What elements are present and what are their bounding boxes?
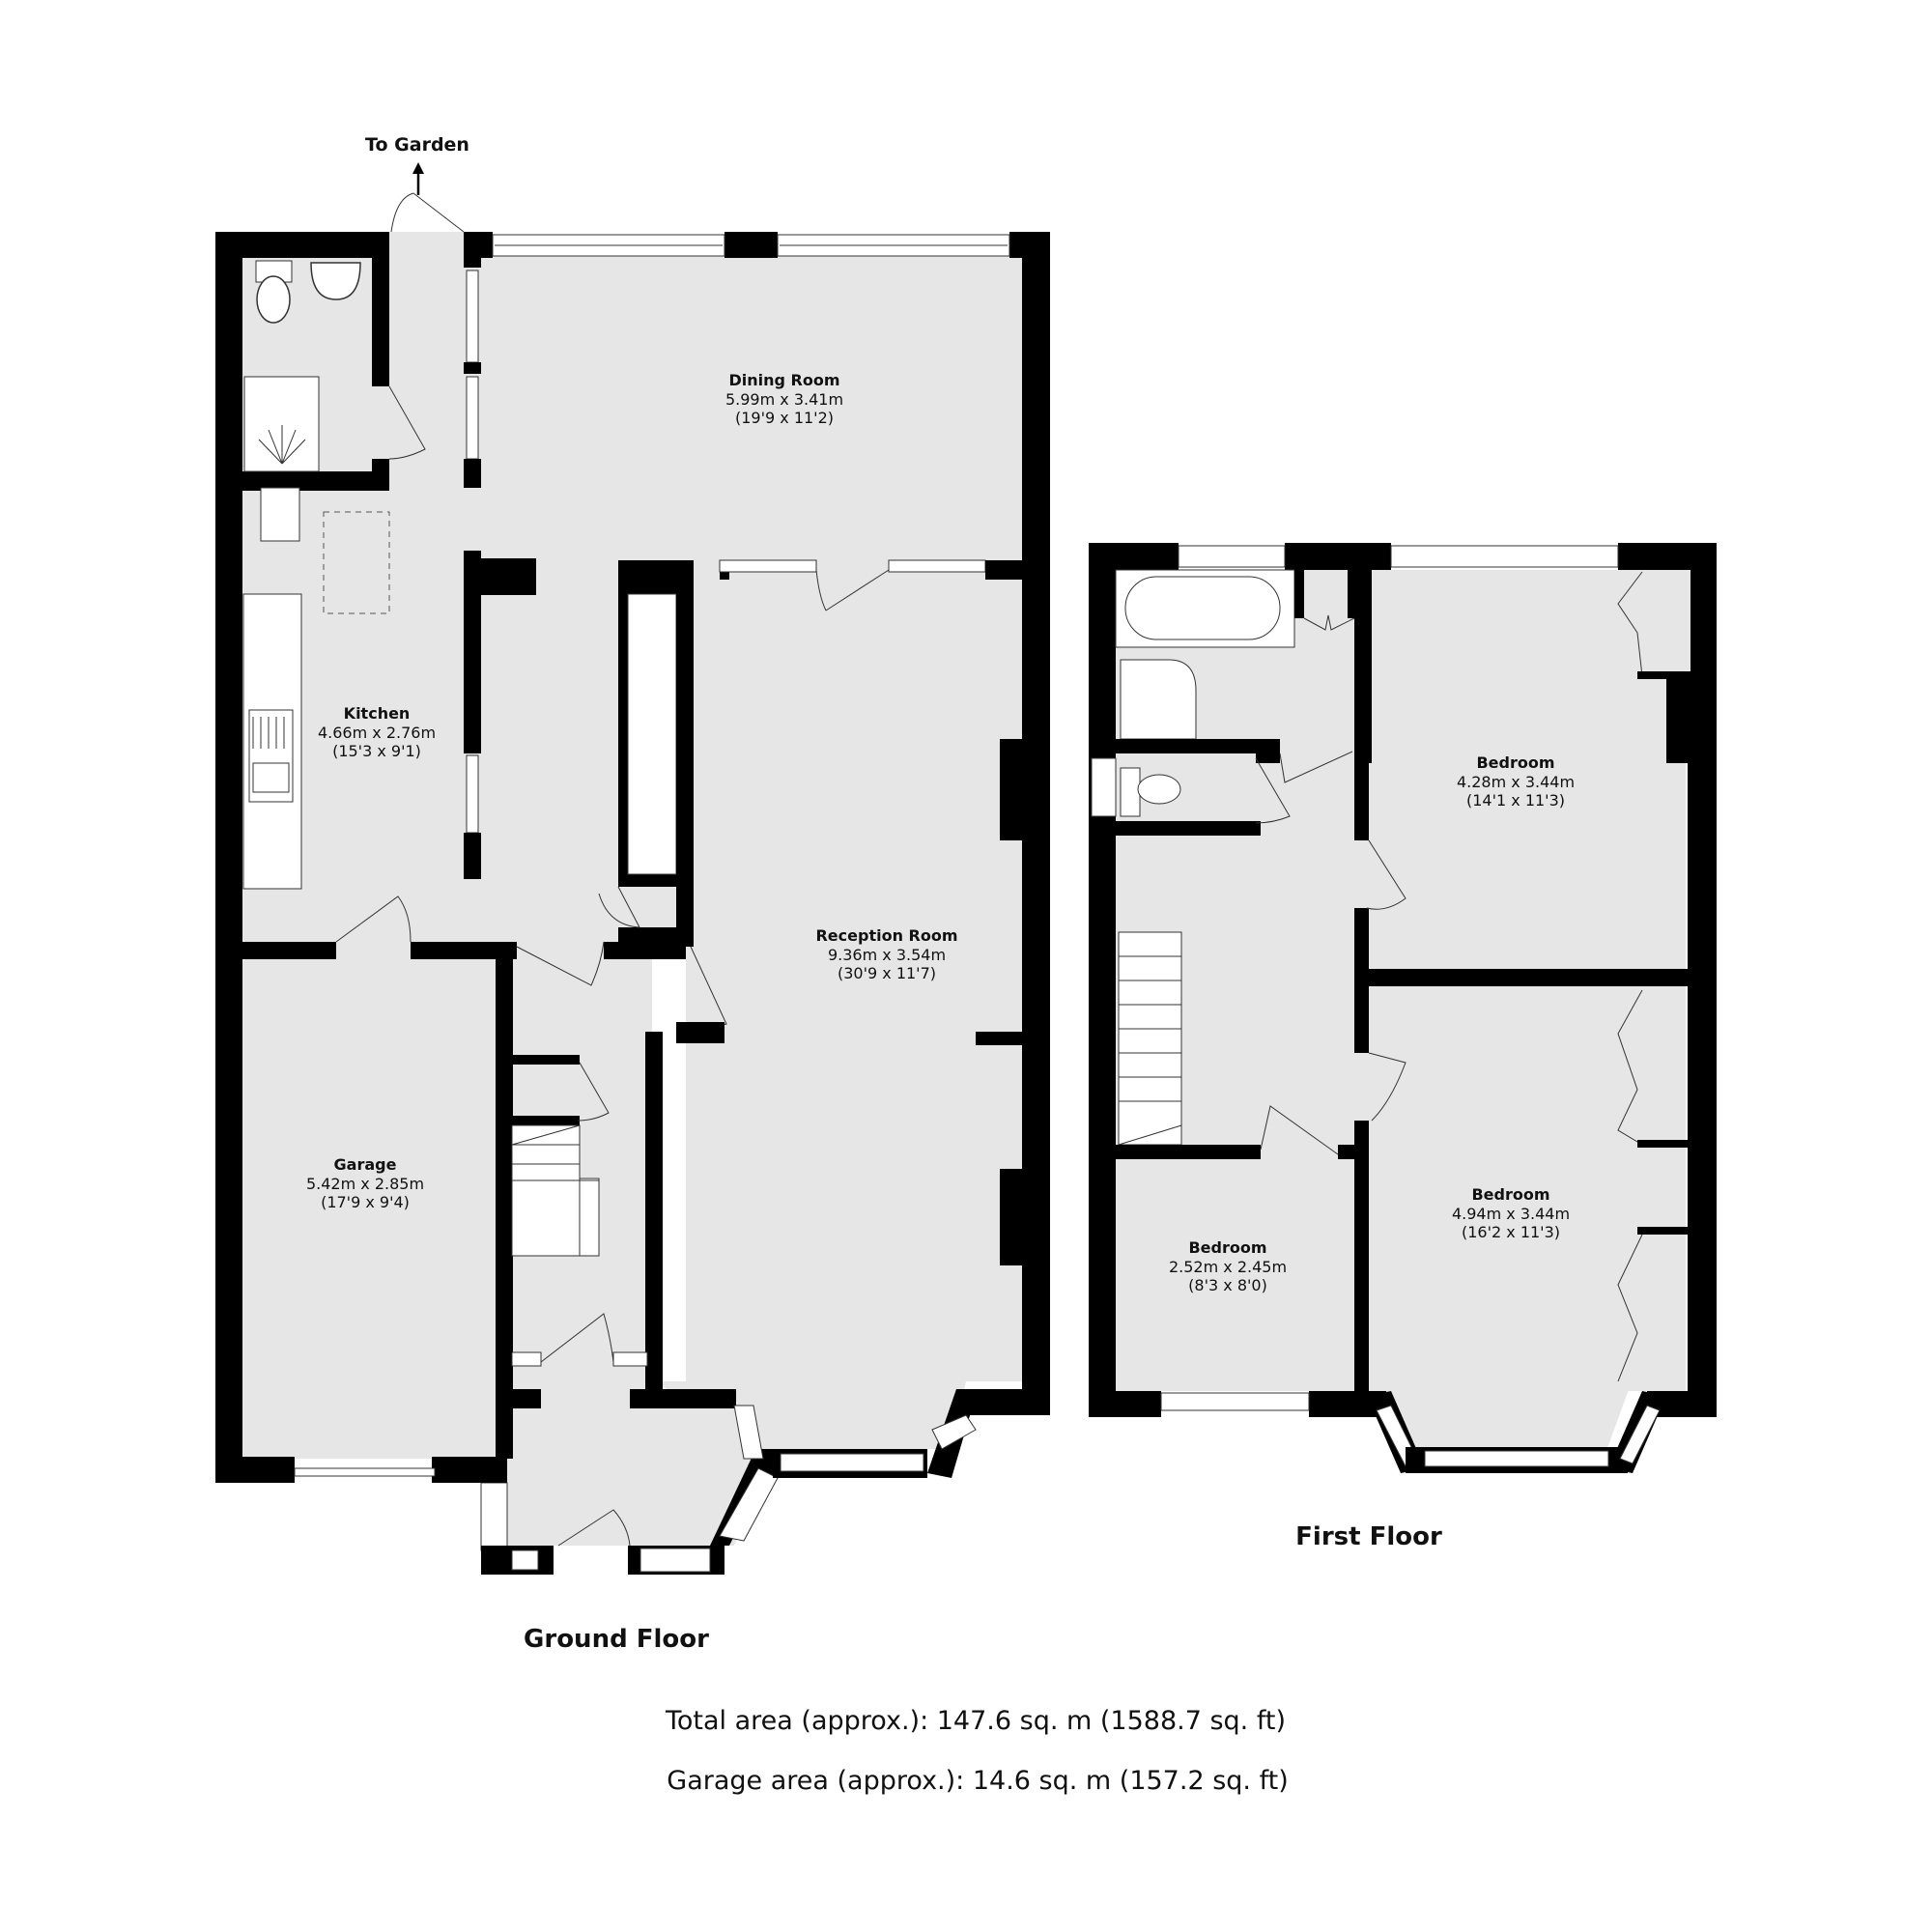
to-garden-label: To Garden [365, 134, 469, 156]
room-label-reception-room: Reception Room 9.36m x 3.54m (30'9 x 11'… [815, 926, 957, 983]
room-label-bedroom-small: Bedroom 2.52m x 2.45m (8'3 x 8'0) [1169, 1238, 1287, 1295]
room-imperial: (19'9 x 11'2) [735, 409, 834, 428]
garage-area: Garage area (approx.): 14.6 sq. m (157.2… [667, 1766, 1289, 1796]
room-label-bedroom-front: Bedroom 4.94m x 3.44m (16'2 x 11'3) [1452, 1185, 1570, 1242]
room-name: Reception Room [815, 926, 958, 945]
room-metric: 2.52m x 2.45m [1168, 1257, 1288, 1276]
room-name: Garage [333, 1155, 397, 1174]
room-label-dining-room: Dining Room 5.99m x 3.41m (19'9 x 11'2) [725, 371, 843, 428]
room-metric: 4.66m x 2.76m [317, 723, 437, 742]
room-imperial: (16'2 x 11'3) [1462, 1223, 1560, 1242]
ground-floor-plan [215, 192, 1050, 1575]
room-metric: 5.42m x 2.85m [305, 1174, 425, 1193]
room-metric: 9.36m x 3.54m [827, 945, 947, 964]
total-area: Total area (approx.): 147.6 sq. m (1588.… [665, 1706, 1287, 1736]
room-name: Bedroom [1188, 1238, 1267, 1257]
room-imperial: (15'3 x 9'1) [332, 742, 421, 761]
room-metric: 4.94m x 3.44m [1451, 1204, 1571, 1223]
first-floor-plan [1089, 543, 1717, 1473]
room-name: Bedroom [1476, 753, 1555, 772]
ground-floor-title: Ground Floor [524, 1625, 709, 1654]
room-label-kitchen: Kitchen 4.66m x 2.76m (15'3 x 9'1) [318, 704, 436, 761]
arrow-up-icon [412, 162, 424, 195]
room-metric: 4.28m x 3.44m [1456, 772, 1576, 791]
room-imperial: (30'9 x 11'7) [838, 964, 936, 983]
room-metric: 5.99m x 3.41m [724, 389, 844, 409]
room-name: Kitchen [343, 704, 411, 723]
room-name: Bedroom [1471, 1185, 1550, 1204]
room-label-garage: Garage 5.42m x 2.85m (17'9 x 9'4) [306, 1155, 424, 1212]
room-imperial: (14'1 x 11'3) [1466, 791, 1565, 810]
room-imperial: (8'3 x 8'0) [1188, 1276, 1267, 1295]
room-name: Dining Room [728, 371, 840, 389]
room-imperial: (17'9 x 9'4) [321, 1193, 410, 1212]
room-label-bedroom-rear: Bedroom 4.28m x 3.44m (14'1 x 11'3) [1457, 753, 1575, 810]
first-floor-title: First Floor [1295, 1522, 1442, 1551]
